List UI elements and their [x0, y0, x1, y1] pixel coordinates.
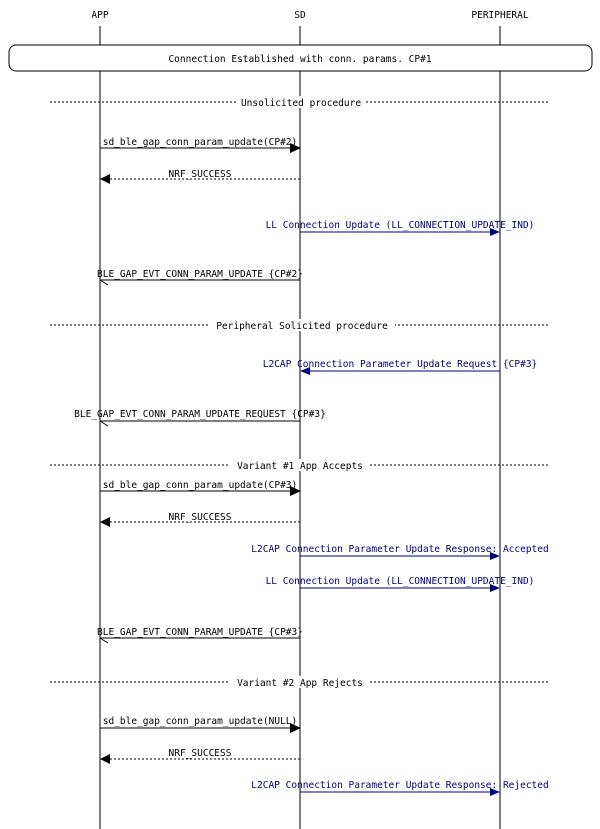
- divider-unsolicited: Unsolicited procedure: [50, 96, 550, 109]
- message-evt-conn-param-update-cp3: BLE_GAP_EVT_CONN_PARAM_UPDATE {CP#3}: [97, 627, 303, 644]
- message-evt-conn-param-update-request: BLE_GAP_EVT_CONN_PARAM_UPDATE_REQUEST {C…: [74, 409, 326, 427]
- arrowhead: [100, 754, 110, 764]
- divider-label: Peripheral Solicited procedure: [216, 321, 388, 332]
- message-label: L2CAP Connection Parameter Update Respon…: [251, 780, 548, 791]
- message-ll-connection-update-2: LL Connection Update (LL_CONNECTION_UPDA…: [266, 576, 535, 592]
- divider-variant-2: Variant #2 App Rejects: [50, 676, 550, 689]
- arrowhead: [300, 367, 310, 375]
- message-label: LL Connection Update (LL_CONNECTION_UPDA…: [266, 220, 535, 231]
- message-l2cap-update-request: L2CAP Connection Parameter Update Reques…: [263, 359, 538, 375]
- message-label: sd_ble_gap_conn_param_update(CP#3): [103, 480, 297, 491]
- message-conn-param-update-cp3: sd_ble_gap_conn_param_update(CP#3): [100, 480, 301, 496]
- message-nrf-success-2: NRF_SUCCESS: [100, 512, 300, 527]
- arrowhead: [290, 723, 301, 733]
- message-label: NRF_SUCCESS: [169, 169, 232, 180]
- arrowhead: [99, 420, 109, 427]
- lifeline-header-sd: SD: [294, 10, 306, 21]
- arrowhead: [100, 517, 110, 527]
- arrowhead: [490, 584, 500, 592]
- message-conn-param-update-cp2: sd_ble_gap_conn_param_update(CP#2): [100, 137, 301, 153]
- connection-state-box: [8, 44, 593, 72]
- message-label: sd_ble_gap_conn_param_update(NULL): [103, 716, 297, 727]
- arrowhead: [290, 143, 301, 153]
- lifeline-header-peripheral: PERIPHERAL: [471, 10, 528, 21]
- divider-variant-1: Variant #1 App Accepts: [50, 459, 550, 472]
- message-label: NRF_SUCCESS: [169, 748, 232, 759]
- message-label: sd_ble_gap_conn_param_update(CP#2): [103, 137, 297, 148]
- divider-label: Variant #1 App Accepts: [237, 461, 363, 472]
- message-l2cap-response-accepted: L2CAP Connection Parameter Update Respon…: [251, 544, 549, 560]
- message-label: BLE_GAP_EVT_CONN_PARAM_UPDATE_REQUEST {C…: [74, 409, 326, 420]
- message-label: NRF_SUCCESS: [169, 512, 232, 523]
- message-label: L2CAP Connection Parameter Update Respon…: [251, 544, 548, 555]
- message-label: BLE_GAP_EVT_CONN_PARAM_UPDATE {CP#2}: [97, 269, 303, 280]
- arrowhead: [490, 228, 500, 236]
- arrowhead: [100, 174, 110, 184]
- message-label: LL Connection Update (LL_CONNECTION_UPDA…: [266, 576, 535, 587]
- message-l2cap-response-rejected: L2CAP Connection Parameter Update Respon…: [251, 780, 549, 796]
- message-nrf-success-3: NRF_SUCCESS: [100, 748, 300, 764]
- divider-peripheral-solicited: Peripheral Solicited procedure: [50, 319, 550, 332]
- arrowhead: [290, 486, 301, 496]
- message-evt-conn-param-update-cp2: BLE_GAP_EVT_CONN_PARAM_UPDATE {CP#2}: [97, 269, 303, 286]
- message-label: L2CAP Connection Parameter Update Reques…: [263, 359, 538, 370]
- arrowhead: [490, 552, 500, 560]
- lifeline-header-app: APP: [91, 10, 108, 21]
- divider-label: Variant #2 App Rejects: [237, 678, 363, 689]
- message-nrf-success-1: NRF_SUCCESS: [100, 169, 300, 184]
- connection-state-label: Connection Established with conn. params…: [168, 54, 431, 65]
- message-label: BLE_GAP_EVT_CONN_PARAM_UPDATE {CP#3}: [97, 627, 303, 638]
- arrowhead: [99, 279, 109, 286]
- message-conn-param-update-null: sd_ble_gap_conn_param_update(NULL): [100, 716, 301, 733]
- message-ll-connection-update-1: LL Connection Update (LL_CONNECTION_UPDA…: [266, 220, 535, 236]
- arrowhead: [490, 788, 500, 796]
- divider-label: Unsolicited procedure: [241, 98, 361, 109]
- arrowhead: [99, 637, 109, 644]
